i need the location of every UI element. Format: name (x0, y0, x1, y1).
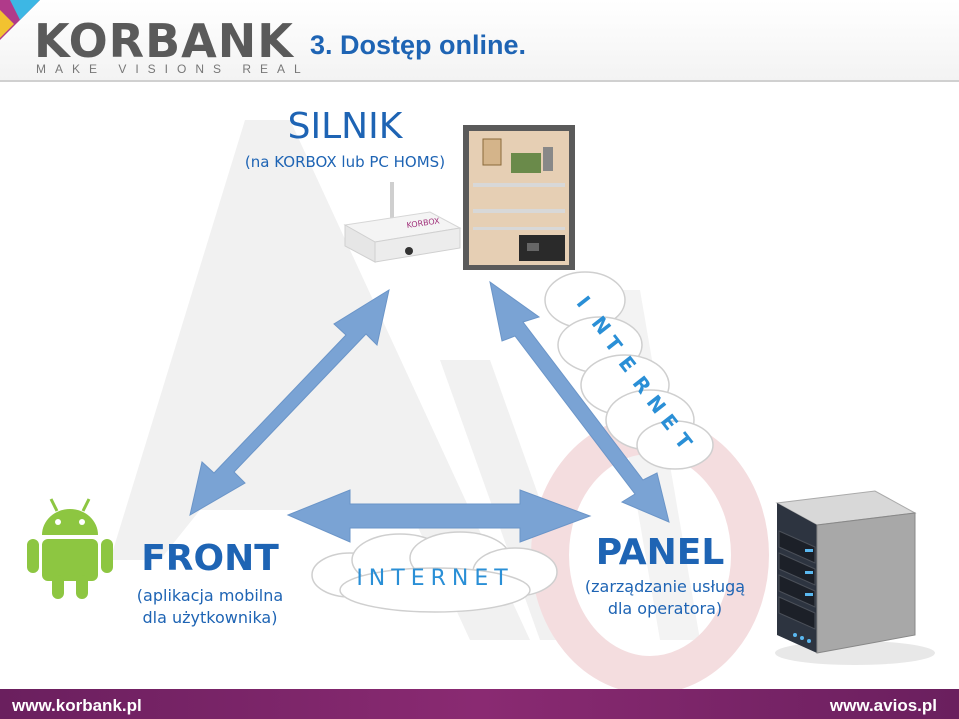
silnik-subtitle: (na KORBOX lub PC HOMS) (244, 153, 446, 171)
arrow-front-silnik (189, 288, 390, 517)
korbox-router-icon: KORBOX (343, 182, 462, 263)
control-cabinet-icon (463, 125, 575, 270)
front-title: FRONT (141, 538, 279, 579)
panel-subtitle: (zarządzanie usługą dla operatora) (560, 576, 770, 620)
arrow-silnik-panel (489, 280, 670, 523)
footer-link-avios[interactable]: www.avios.pl (829, 696, 937, 715)
slide-title: 3. Dostęp online. (310, 30, 527, 60)
internet-label: INTERNET (356, 566, 514, 591)
arrow-front-panel (286, 489, 592, 543)
panel-subtitle-line1: (zarządzanie usługą (584, 577, 746, 596)
silnik-title: SILNIK (287, 106, 403, 147)
korbank-logo-icon (0, 0, 40, 40)
panel-subtitle-line2: dla operatora) (607, 599, 723, 618)
header-bar (0, 0, 959, 82)
logo-tagline: MAKE VISIONS REAL (36, 62, 310, 76)
server-icon (775, 490, 935, 665)
logo-text: KORBANK (34, 14, 294, 68)
front-subtitle-line1: (aplikacja mobilna (136, 586, 284, 605)
footer-link-korbank[interactable]: www.korbank.pl (12, 696, 142, 715)
panel-title: PANEL (595, 532, 725, 573)
android-icon (27, 498, 113, 599)
front-subtitle: (aplikacja mobilna dla użytkownika) (115, 585, 305, 629)
front-subtitle-line2: dla użytkownika) (142, 608, 278, 627)
footer-bar (0, 689, 959, 719)
